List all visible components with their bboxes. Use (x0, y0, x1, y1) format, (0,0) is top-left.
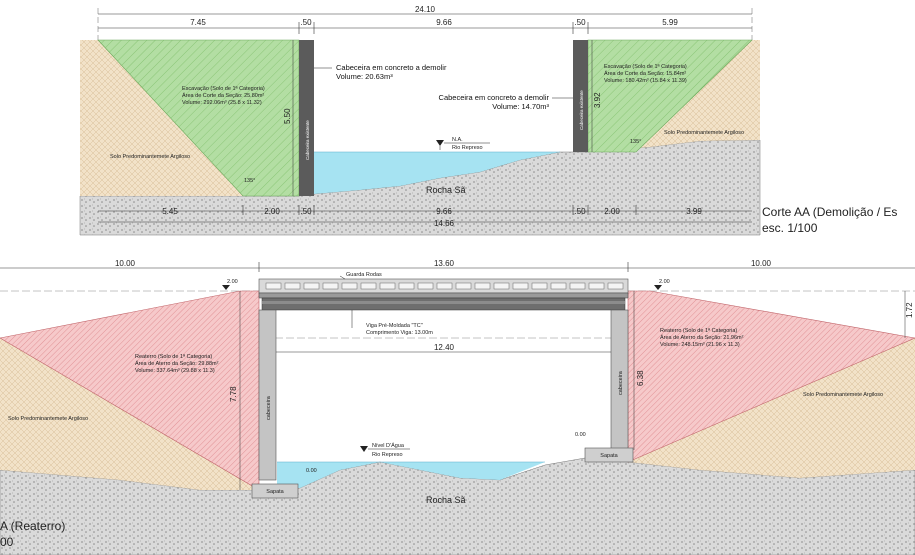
exc-left-area: Área de Corte da Seção: 25.80m² (182, 92, 264, 99)
abutment-left-volume: Volume: 20.63m³ (336, 72, 393, 81)
rail-block (531, 282, 548, 290)
dim-right: 5.99 (662, 18, 678, 27)
abutment-left (258, 309, 277, 481)
dim-wall-right: .50 (574, 18, 586, 27)
elev-left: 2.00 (227, 279, 238, 285)
existing-abutment-right (573, 40, 588, 152)
rail-block (284, 282, 301, 290)
slope-left: 135° (244, 178, 255, 184)
dim-b4: 9.66 (436, 207, 452, 216)
rail-block (417, 282, 434, 290)
existing-abutment-left (299, 40, 314, 196)
rock-label-top: Rocha Sã (426, 185, 466, 195)
water-river-top: Rio Represo (452, 145, 483, 151)
beam-title: Viga Pré-Moldada "TC" (366, 323, 423, 329)
small-level-1: 0.00 (306, 468, 317, 474)
elev-right: 2.00 (659, 279, 670, 285)
soil-label-left-bottom: Solo Predominantemete Argiloso (8, 416, 88, 422)
dim-middle: 9.66 (436, 18, 452, 27)
deck-slab (258, 292, 629, 299)
fill-right-title: Reaterro (Solo de 1ª Categoria) (660, 327, 737, 334)
caption-top-2: esc. 1/100 (762, 221, 818, 235)
rail-blocks (265, 282, 624, 290)
rail-block (360, 282, 377, 290)
abutment-right-volume: Volume: 14.70m³ (492, 102, 549, 111)
slope-right: 135° (630, 139, 641, 145)
exc-right-title: Escavação (Solo de 1ª Categoria) (604, 63, 687, 70)
rail-block (607, 282, 624, 290)
dim-bottom-middle: 13.60 (434, 259, 455, 268)
footing-right (584, 447, 634, 463)
water-river-bottom: Rio Represo (372, 452, 403, 458)
abutment-right-title: Cabeceira em concreto a demolir (439, 93, 550, 102)
beam-length: Comprimento Viga: 13.00m (366, 330, 433, 336)
water-na: N.A. (452, 137, 463, 143)
height-right: 3.92 (593, 92, 602, 108)
rail-block (455, 282, 472, 290)
dim-b7: 3.99 (686, 207, 702, 216)
dim-wall-left: .50 (300, 18, 312, 27)
section-backfill: 10.00 13.60 10.00 cabeceira cabeceira S (0, 259, 915, 555)
height-left: 5.50 (283, 108, 292, 124)
rail-block (569, 282, 586, 290)
dim-b-total: 14.66 (434, 219, 455, 228)
rail-block (303, 282, 320, 290)
water-top (314, 152, 560, 194)
fill-left-title: Reaterro (Solo de 1ª Categoria) (135, 353, 212, 360)
height-abut-right: 6.38 (636, 370, 645, 386)
caption-top-1: Corte AA (Demolição / Es (762, 205, 897, 219)
soil-label-left: Solo Predominantemete Argiloso (110, 154, 190, 160)
rail-block (265, 282, 282, 290)
fill-left-area: Área de Aterro da Seção: 29.88m² (135, 360, 219, 367)
fill-left-volume: Volume: 337.64m³ (29.88 x 11.3) (135, 368, 215, 374)
fill-right-area: Área de Aterro da Seção: 21.96m² (660, 334, 744, 341)
exc-left-title: Escavação (Solo de 1ª Categoria) (182, 85, 265, 92)
section-demolition: 24.10 7.45 .50 9.66 .50 5.99 Cabeceira e… (79, 5, 897, 236)
dim-bottom-right: 10.00 (751, 259, 772, 268)
rail-block (474, 282, 491, 290)
caption-bottom-1: A (Reaterro) (0, 519, 65, 533)
dim-left: 7.45 (190, 18, 206, 27)
rail-block (398, 282, 415, 290)
span-dim: 12.40 (434, 343, 455, 352)
rail-block (322, 282, 339, 290)
rail-block (379, 282, 396, 290)
dim-b2: 2.00 (264, 207, 280, 216)
water-bottom (277, 462, 545, 488)
footing-label-left: Sapata (266, 489, 284, 495)
exc-right-area: Área de Corte da Seção: 15.84m² (604, 70, 686, 77)
soil-label-right-bottom: Solo Predominantemete Argiloso (803, 392, 883, 398)
dim-b1: 5.45 (162, 207, 178, 216)
existing-label-right: Cabeceira existente (579, 90, 584, 130)
rail-block (341, 282, 358, 290)
height-right-side: 1.72 (905, 302, 914, 318)
abutment-label-left: cabeceira (266, 395, 272, 420)
exc-right-volume: Volume: 180.42m³ (15.84 x 11.39) (604, 78, 687, 84)
fill-right-volume: Volume: 248.15m³ (21.96 x 11.3) (660, 342, 740, 348)
rail-block (493, 282, 510, 290)
rail-block (588, 282, 605, 290)
soil-label-right: Solo Predominantemete Argiloso (664, 130, 744, 136)
dim-total-top: 24.10 (415, 5, 436, 14)
dim-b3: .50 (300, 207, 312, 216)
small-level-2: 0.00 (575, 432, 586, 438)
guard-label: Guarda Rodas (346, 272, 382, 278)
rock-label-bottom: Rocha Sã (426, 495, 466, 505)
rail-block (550, 282, 567, 290)
dim-b6: 2.00 (604, 207, 620, 216)
rail-block (512, 282, 529, 290)
existing-label-left: Cabeceira existente (305, 120, 310, 160)
abutment-label-right: cabeceira (618, 370, 624, 395)
dim-bottom-left: 10.00 (115, 259, 136, 268)
exc-left-volume: Volume: 292.06m³ (25.8 x 11.32) (182, 100, 262, 106)
water-level: Nível D'Água (372, 442, 405, 449)
caption-bottom-2: 00 (0, 535, 14, 549)
rail-block (436, 282, 453, 290)
footing-left (251, 483, 299, 499)
height-abut-left: 7.78 (229, 386, 238, 402)
footing-label-right: Sapata (600, 453, 618, 459)
dim-b5: .50 (574, 207, 586, 216)
abutment-left-title: Cabeceira em concreto a demolir (336, 63, 447, 72)
